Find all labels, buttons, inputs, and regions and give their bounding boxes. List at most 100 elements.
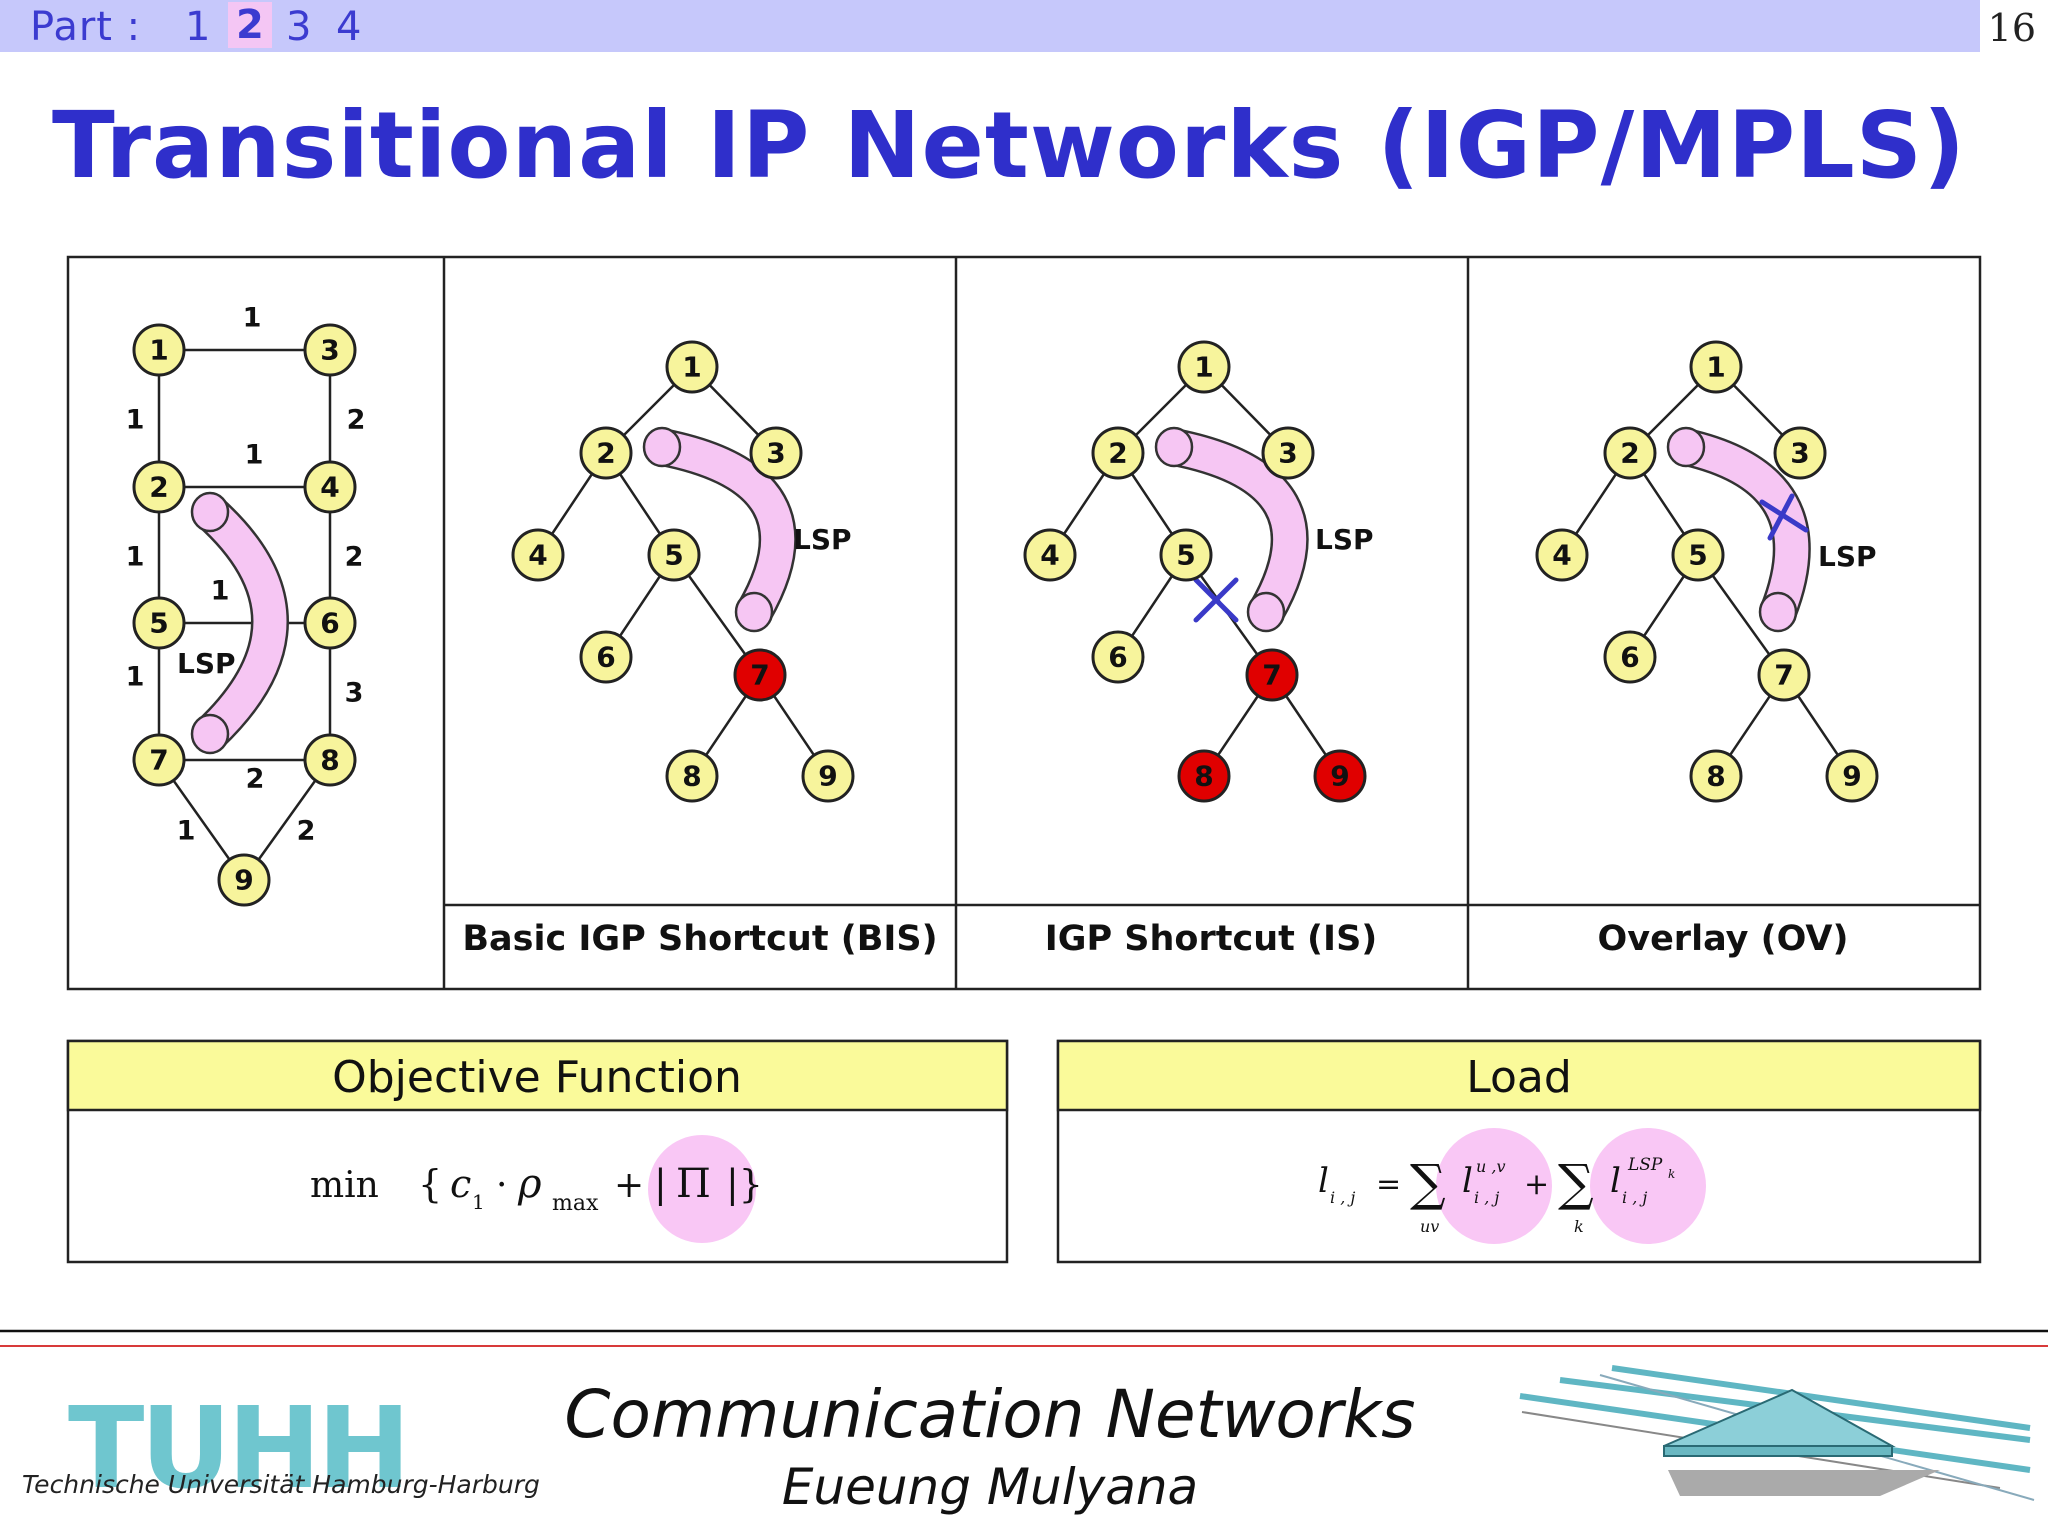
node-5: 5 bbox=[1688, 539, 1707, 572]
node-9: 9 bbox=[1330, 760, 1349, 793]
svg-text:k: k bbox=[1574, 1217, 1584, 1236]
link-weight: 1 bbox=[211, 576, 230, 607]
link-weight: 2 bbox=[345, 542, 364, 573]
node-8: 8 bbox=[682, 760, 701, 793]
node-6: 6 bbox=[320, 607, 339, 640]
node-8: 8 bbox=[320, 744, 339, 777]
link-weight: 1 bbox=[126, 405, 145, 436]
slide-title: Transitional IP Networks (IGP/MPLS) bbox=[52, 92, 1967, 199]
part-navigation-bar bbox=[0, 0, 1980, 52]
svg-text:k: k bbox=[1668, 1167, 1675, 1181]
svg-text:max: max bbox=[552, 1191, 599, 1216]
part-link-1[interactable]: 1 bbox=[185, 4, 211, 50]
tree-ov: LSP 1 2 3 4 5 6 7 8 9 bbox=[1535, 340, 1879, 803]
svg-text:·: · bbox=[496, 1165, 507, 1206]
page-number: 16 bbox=[1987, 6, 2036, 50]
part-label: Part : bbox=[30, 4, 142, 50]
node-3: 3 bbox=[320, 334, 339, 367]
lsp-label: LSP bbox=[793, 523, 852, 556]
node-1: 1 bbox=[1706, 351, 1725, 384]
node-3: 3 bbox=[1790, 437, 1809, 470]
link-weight: 1 bbox=[243, 303, 262, 334]
link-weight: 2 bbox=[297, 816, 316, 847]
svg-text:LSP: LSP bbox=[1627, 1155, 1663, 1175]
lsp-label: LSP bbox=[1315, 523, 1374, 556]
node-9: 9 bbox=[818, 760, 837, 793]
svg-text:1: 1 bbox=[472, 1190, 485, 1214]
node-6: 6 bbox=[1620, 641, 1639, 674]
svg-text:+: + bbox=[1524, 1167, 1549, 1202]
link-weight: 1 bbox=[126, 542, 145, 573]
link-weight: 1 bbox=[177, 816, 196, 847]
objective-title: Objective Function bbox=[332, 1052, 742, 1103]
node-3: 3 bbox=[1278, 437, 1297, 470]
part-link-4[interactable]: 4 bbox=[336, 4, 362, 50]
svg-text:uv: uv bbox=[1420, 1217, 1439, 1236]
node-7: 7 bbox=[149, 744, 168, 777]
node-4: 4 bbox=[1552, 539, 1571, 572]
node-4: 4 bbox=[1040, 539, 1059, 572]
node-4: 4 bbox=[528, 539, 547, 572]
node-6: 6 bbox=[596, 641, 615, 674]
svg-text:{: { bbox=[418, 1162, 442, 1206]
link-weight: 1 bbox=[126, 662, 145, 693]
svg-text:min: min bbox=[310, 1165, 379, 1206]
node-2: 2 bbox=[149, 471, 168, 504]
node-2: 2 bbox=[1108, 437, 1127, 470]
node-5: 5 bbox=[1176, 539, 1195, 572]
lsp-label: LSP bbox=[177, 647, 236, 680]
node-8: 8 bbox=[1194, 760, 1213, 793]
svg-text:Π: Π bbox=[676, 1161, 711, 1207]
highlight-circle bbox=[1590, 1128, 1706, 1244]
network-topology: LSP 1 1 2 1 1 2 1 1 3 2 1 2 1 3 2 4 5 6 … bbox=[126, 303, 366, 907]
author-name: Eueung Mulyana bbox=[781, 1458, 1199, 1516]
caption-is: IGP Shortcut (IS) bbox=[1045, 919, 1378, 959]
link-weight: 3 bbox=[345, 678, 364, 709]
svg-text:i , j: i , j bbox=[1622, 1188, 1647, 1207]
tree-bis: LSP 1 2 3 4 5 6 7 8 9 bbox=[511, 340, 855, 803]
load-title: Load bbox=[1466, 1052, 1572, 1103]
svg-text:∑: ∑ bbox=[1558, 1154, 1594, 1212]
node-7: 7 bbox=[1774, 659, 1793, 692]
node-2: 2 bbox=[1620, 437, 1639, 470]
svg-text:∑: ∑ bbox=[1410, 1154, 1446, 1212]
link-weight: 2 bbox=[347, 405, 366, 436]
load-formula: l i , j = ∑ uv l u ,v i , j + ∑ k l LSP … bbox=[1318, 1154, 1675, 1236]
node-5: 5 bbox=[149, 607, 168, 640]
node-1: 1 bbox=[149, 334, 168, 367]
svg-text:|: | bbox=[654, 1162, 667, 1206]
svg-text:u ,v: u ,v bbox=[1476, 1157, 1506, 1176]
lsp-label: LSP bbox=[1818, 540, 1877, 573]
svg-text:|}: |} bbox=[726, 1162, 763, 1206]
tuhh-logo-subtitle: Technische Universität Hamburg-Harburg bbox=[22, 1470, 540, 1499]
diagram-frame bbox=[66, 255, 1982, 991]
tuhh-logo: TUHH bbox=[68, 1384, 411, 1514]
part-link-2-active[interactable]: 2 bbox=[228, 2, 272, 48]
node-1: 1 bbox=[1194, 351, 1213, 384]
svg-text:l: l bbox=[1318, 1161, 1329, 1201]
link-weight: 2 bbox=[246, 764, 265, 795]
node-2: 2 bbox=[596, 437, 615, 470]
svg-text:i , j: i , j bbox=[1474, 1188, 1499, 1207]
objective-formula: min { c 1 · ρ max + | Π |} bbox=[310, 1161, 763, 1216]
node-5: 5 bbox=[664, 539, 683, 572]
part-link-3[interactable]: 3 bbox=[286, 4, 312, 50]
svg-text:c: c bbox=[450, 1162, 471, 1206]
node-6: 6 bbox=[1108, 641, 1127, 674]
node-9: 9 bbox=[234, 864, 253, 897]
highlight-circle bbox=[648, 1135, 756, 1243]
node-4: 4 bbox=[320, 471, 339, 504]
svg-text:=: = bbox=[1376, 1167, 1401, 1202]
node-8: 8 bbox=[1706, 760, 1725, 793]
node-7: 7 bbox=[750, 659, 769, 692]
link-weight: 1 bbox=[245, 440, 264, 471]
node-3: 3 bbox=[766, 437, 785, 470]
tree-is: LSP 1 2 3 4 5 6 7 8 9 bbox=[1023, 340, 1374, 803]
course-title: Communication Networks bbox=[564, 1376, 1416, 1453]
svg-text:+: + bbox=[614, 1165, 644, 1206]
node-7: 7 bbox=[1262, 659, 1281, 692]
node-9: 9 bbox=[1842, 760, 1861, 793]
svg-text:l: l bbox=[1610, 1161, 1621, 1201]
caption-ov: Overlay (OV) bbox=[1598, 919, 1849, 959]
